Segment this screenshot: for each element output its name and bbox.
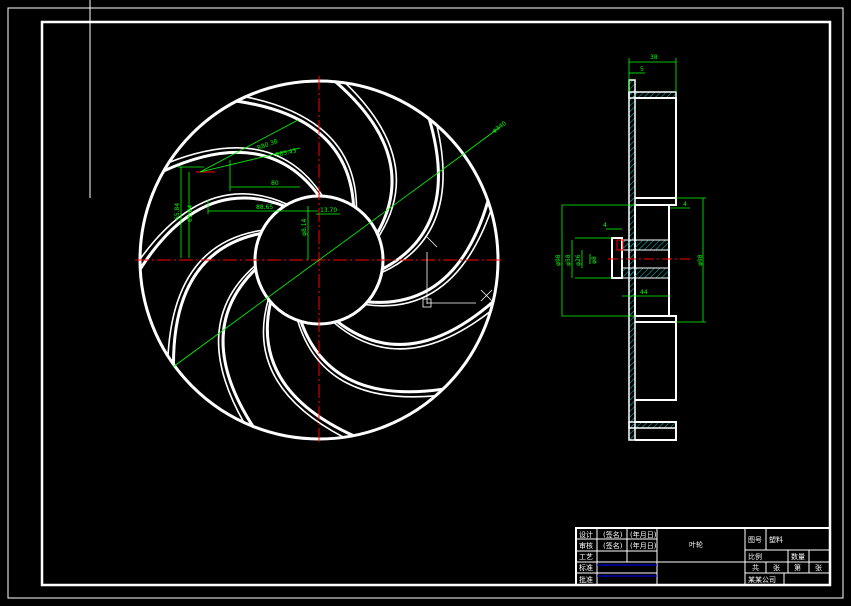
impeller-blade (333, 310, 492, 350)
impeller-blade (168, 147, 324, 197)
impeller-blade (296, 320, 436, 398)
impeller-blade (334, 80, 394, 235)
side-view: 38 5 4 4 44 φ98 φ58 φ26 φ8 φ98 (555, 54, 706, 441)
dim-vert-1: 65.84 (174, 203, 181, 220)
dim-outer-diameter: φ340 (491, 120, 508, 135)
tb-part-name: 叶轮 (689, 540, 703, 549)
dim-hub-radius: 13.70 (320, 207, 337, 214)
bore-wall-top (621, 239, 670, 251)
tb-standard-label: 标准 (579, 563, 593, 572)
tb-sheet-unit-1: 张 (773, 563, 780, 572)
diameter-dim-line (172, 152, 466, 368)
impeller-blade (167, 229, 263, 357)
dim-top-width: 38 (650, 54, 658, 61)
impeller-blade (138, 196, 285, 270)
impeller-blade (221, 268, 257, 428)
tb-sheet-unit-2: 张 (815, 563, 822, 572)
dim-left-small: 4 (603, 222, 607, 229)
tb-company: 某某公司 (748, 576, 776, 584)
blade-lower (635, 321, 677, 401)
blades (138, 80, 495, 439)
dim-top-small: 5 (640, 66, 644, 73)
hub-bottom-rim (635, 315, 677, 323)
hub-top-rim (635, 197, 677, 206)
blade-bottom (635, 421, 677, 441)
dim-d-right: φ98 (697, 254, 704, 266)
blade-upper (635, 97, 677, 199)
dim-hub-len: 44 (640, 289, 648, 296)
dim-d-mid: φ58 (565, 254, 572, 266)
front-view: φ340 R80.38 R85.43 80 88.65 65.84 61.64 … (135, 76, 508, 444)
impeller-blade (139, 192, 288, 260)
bore-wall-bottom (621, 267, 670, 279)
impeller-blade (262, 298, 345, 439)
tb-process-label: 工艺 (579, 553, 593, 561)
impeller-blade (336, 300, 495, 346)
tb-sheet-no: 第 (794, 563, 801, 572)
impeller-blade (381, 125, 444, 274)
outer-border (7, 7, 844, 599)
shaft-boss (611, 237, 623, 279)
dim-horiz-2: 88.65 (256, 204, 273, 211)
cursor-crosshair-icon (422, 236, 493, 308)
impeller-blade (381, 118, 440, 271)
tb-designer-date: (年月日) (630, 530, 657, 539)
dim-hub-diameter: φ8.14 (301, 219, 308, 237)
dim-horiz-1: 80 (271, 180, 279, 187)
dim-d-small: φ26 (575, 254, 582, 266)
impeller-blade (265, 301, 354, 438)
impeller-blade (236, 99, 356, 207)
dim-vert-2: 61.64 (187, 205, 194, 222)
radius-line-a (199, 119, 299, 173)
impeller-blade (344, 82, 398, 238)
impeller-blade (245, 96, 358, 209)
impeller-blade (364, 210, 492, 307)
impeller-blade (217, 265, 256, 423)
tb-checker-sign: (签名) (603, 541, 623, 550)
tb-checker-label: 审核 (579, 541, 593, 550)
tb-drawing-no-label: 图号 (748, 536, 762, 544)
radius-line-b (199, 147, 301, 173)
impeller-blade (299, 320, 444, 394)
tb-approve-label: 批准 (579, 575, 593, 584)
tb-designer-sign: (签名) (603, 530, 623, 539)
title-block: 设计 (签名) (年月日) 审核 (签名) (年月日) 工艺 标准 批准 叶轮 … (575, 527, 831, 586)
dim-radius-b: R85.43 (275, 147, 298, 159)
tb-sheet-total: 共 (752, 563, 759, 572)
inner-border (40, 20, 832, 587)
dim-right-small: 4 (683, 201, 687, 208)
impeller-blade (163, 151, 321, 197)
tb-material: 塑料 (769, 535, 783, 544)
tb-designer-label: 设计 (579, 530, 593, 539)
dim-d-bore: φ8 (591, 256, 598, 264)
tb-checker-date: (年月日) (630, 541, 657, 550)
diameter-leader (464, 126, 501, 154)
dim-d-left: φ98 (555, 254, 562, 266)
keyway-mark (616, 239, 624, 251)
tb-scale-label: 比例 (748, 552, 762, 561)
impeller-blade (367, 200, 490, 304)
impeller-blade (171, 231, 262, 365)
tb-qty-label: 数量 (791, 552, 805, 561)
